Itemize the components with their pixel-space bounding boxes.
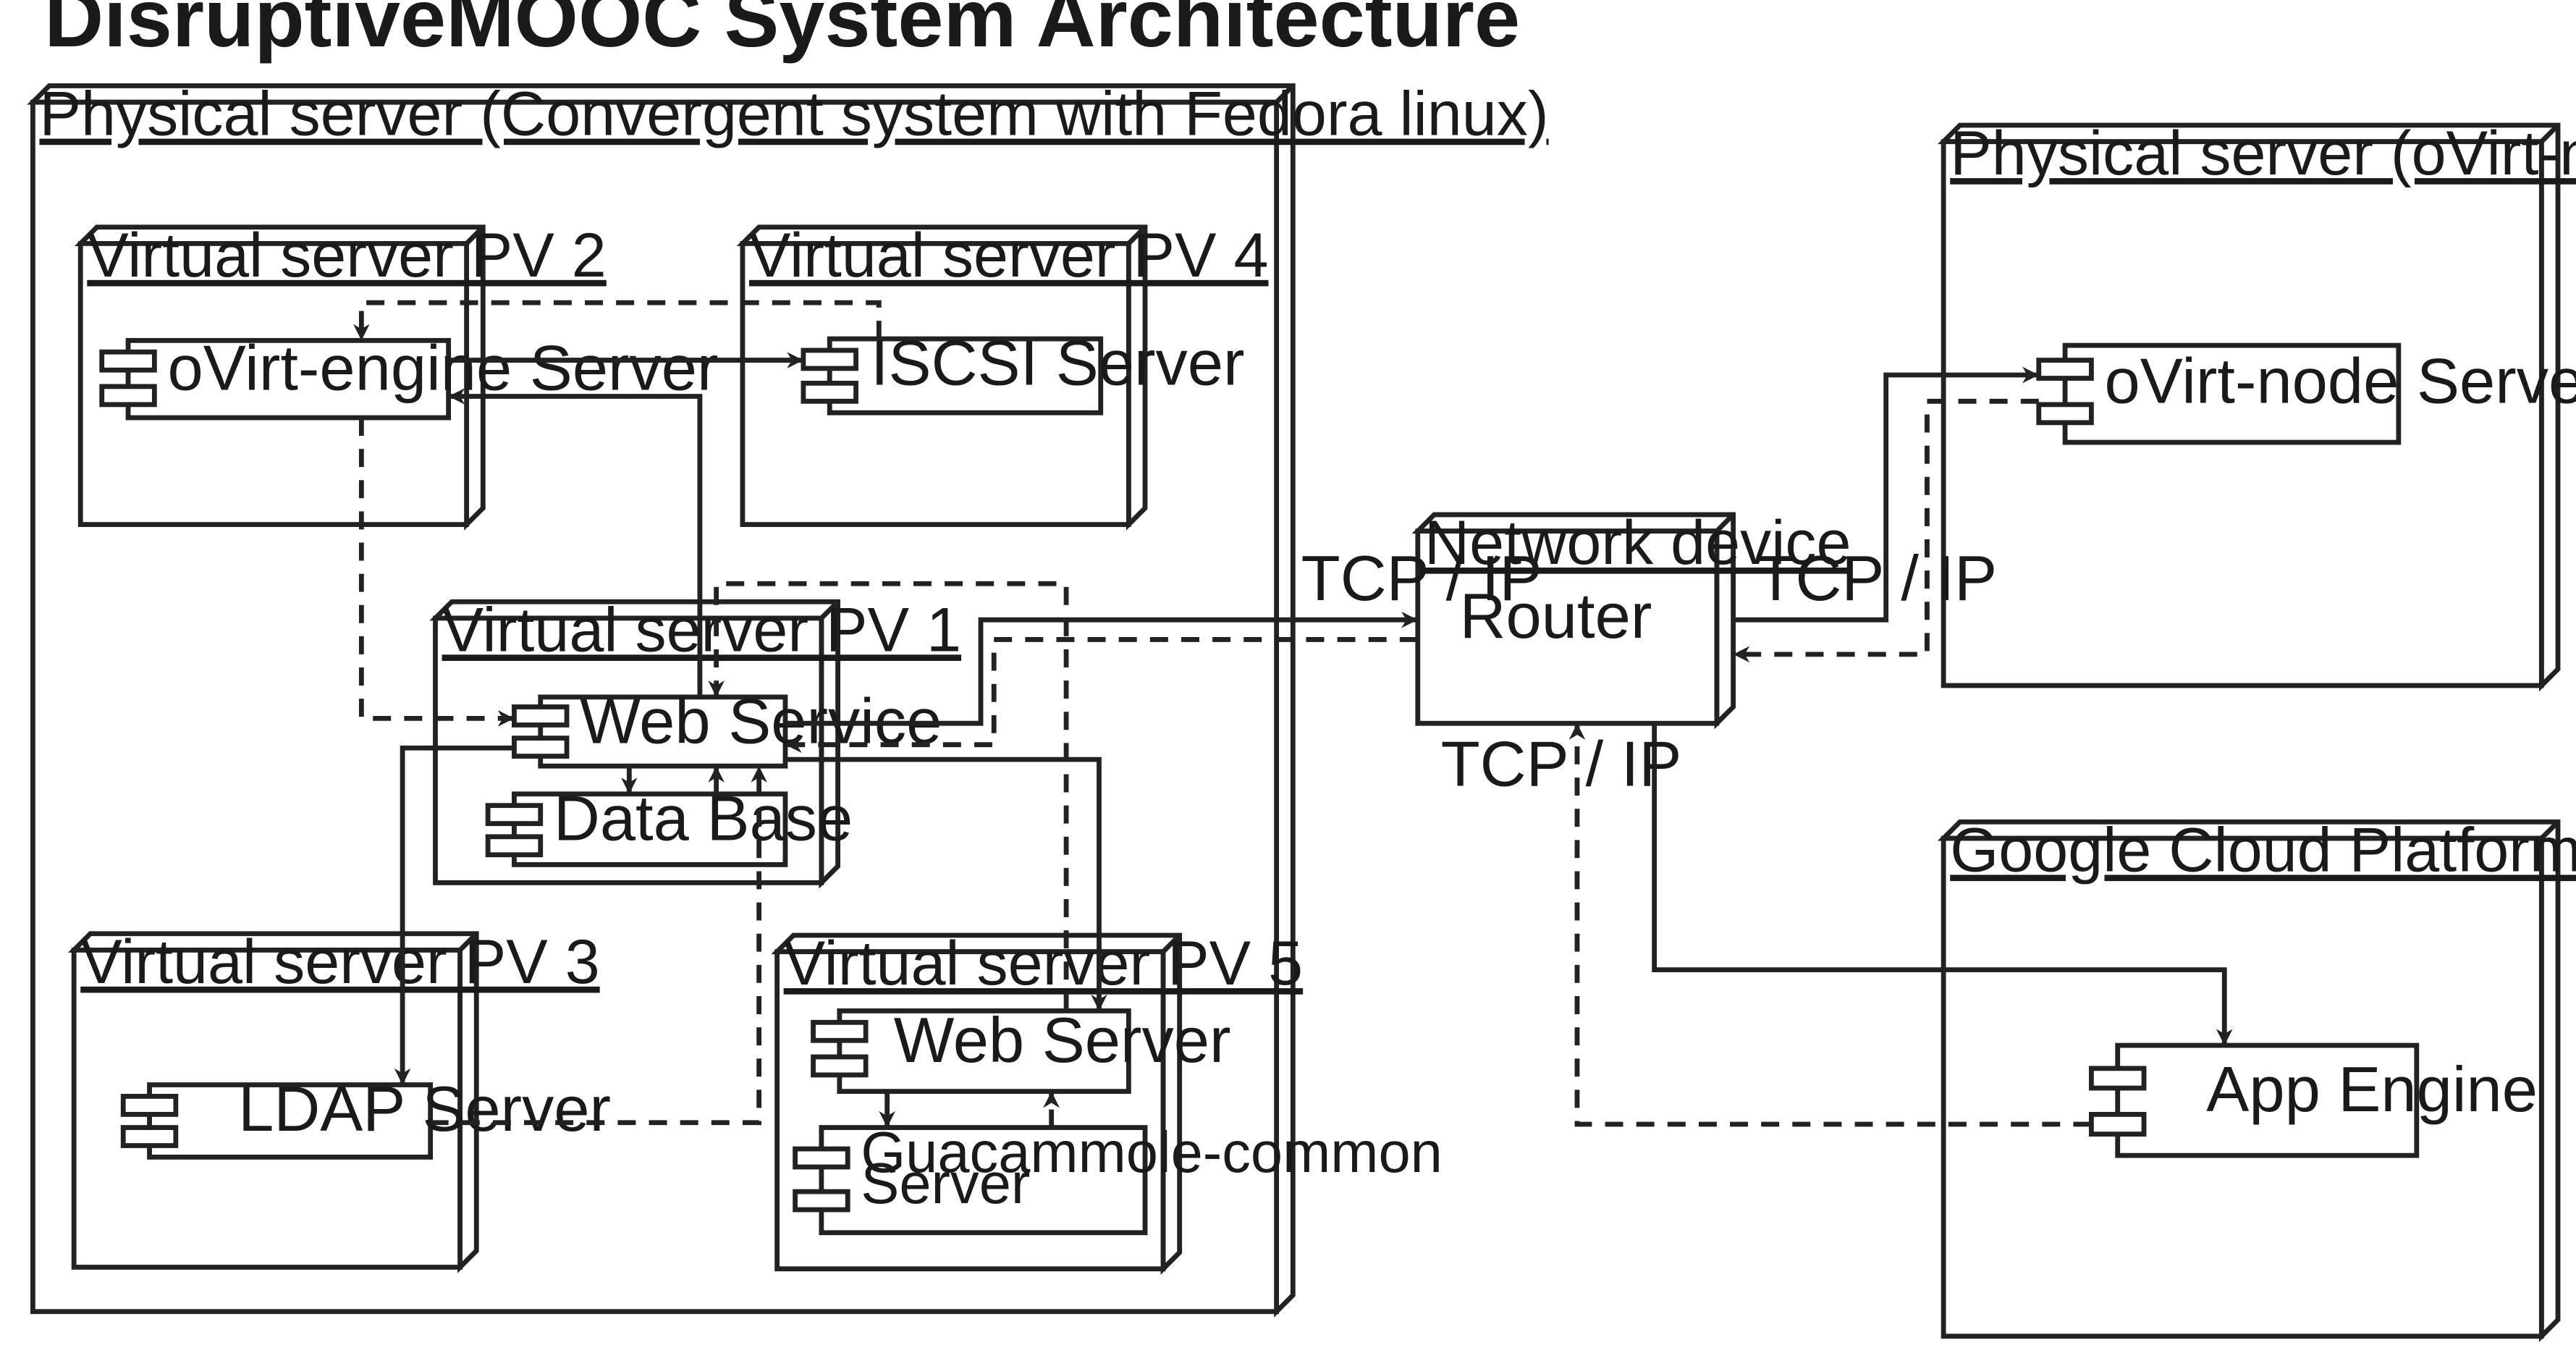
component-web-server[interactable]: Web Server [811,1004,1231,1095]
component-label-ovirt-engine: oVirt-engine Server [168,332,719,403]
node-label-pv3: Virtual server PV 3 [80,927,599,997]
node-label-physical-main: Physical server (Convergent system with … [39,80,1548,149]
component-label-app-engine: App Engine [2206,1053,2538,1125]
edge-label-router-ovirt-node: TCP / IP [1756,542,1997,614]
edge-router-to-web-service [785,637,1418,754]
node-label-pv4: Virtual server PV 4 [749,221,1268,290]
edge-ldap-to-web-service [430,766,767,1126]
edge-web-service-to-ldap [394,745,515,1085]
diagram-title: DisruptiveMOOC System Architecture [44,0,1520,64]
edge-web-service-to-ovirt-engine [448,388,703,697]
component-guacamole-common-server[interactable]: Guacammole-common Server [793,1120,1443,1236]
component-ovirt-engine-server[interactable]: oVirt-engine Server [99,332,719,421]
component-iscsi-server[interactable]: ISCSI Server [801,327,1245,416]
edge-label-appengine-router: TCP / IP [1441,728,1682,799]
edge-web-service-to-router [785,611,1418,726]
component-database[interactable]: Data Base [485,782,853,867]
router-label: Router [1460,580,1652,652]
node-label-network-device: Network device [1424,508,1851,578]
component-label-guac-line1: Guacammole-common [861,1120,1442,1184]
edge-web-service-to-web-server [785,756,1107,1011]
edge-app-engine-to-router [1568,723,2092,1127]
edge-router-to-ovirt-node [1733,366,2039,623]
edge-label-ws-router: TCP / IP [1301,542,1542,614]
edge-ovirt-engine-to-web-service [358,418,515,727]
node-network-device[interactable]: Network device Router [1411,508,1851,730]
component-label-ldap: LDAP Server [238,1073,611,1145]
component-ovirt-node-server[interactable]: oVirt-node Server [2036,342,2576,445]
component-label-database: Data Base [554,782,853,853]
node-label-pv2: Virtual server PV 2 [87,221,606,290]
edge-router-to-app-engine [1652,723,2233,1046]
node-label-gcp: Google Cloud Platform [1950,815,2576,885]
component-label-ovirt-node: oVirt-node Server [2105,345,2576,417]
edge-iscsi-to-ovirt-engine [353,300,882,341]
node-label-pv5: Virtual server PV 5 [784,929,1303,998]
node-label-ovirt-node-host: Physical server (oVirt-node) [1950,119,2576,188]
component-ldap-server[interactable]: LDAP Server [120,1073,611,1160]
edge-web-server-to-web-service [708,581,1069,1011]
component-app-engine[interactable]: App Engine [2089,1042,2538,1158]
component-label-iscsi: ISCSI Server [871,327,1245,399]
component-label-guac-line2: Server [861,1151,1030,1215]
component-label-web-server: Web Server [894,1004,1231,1076]
